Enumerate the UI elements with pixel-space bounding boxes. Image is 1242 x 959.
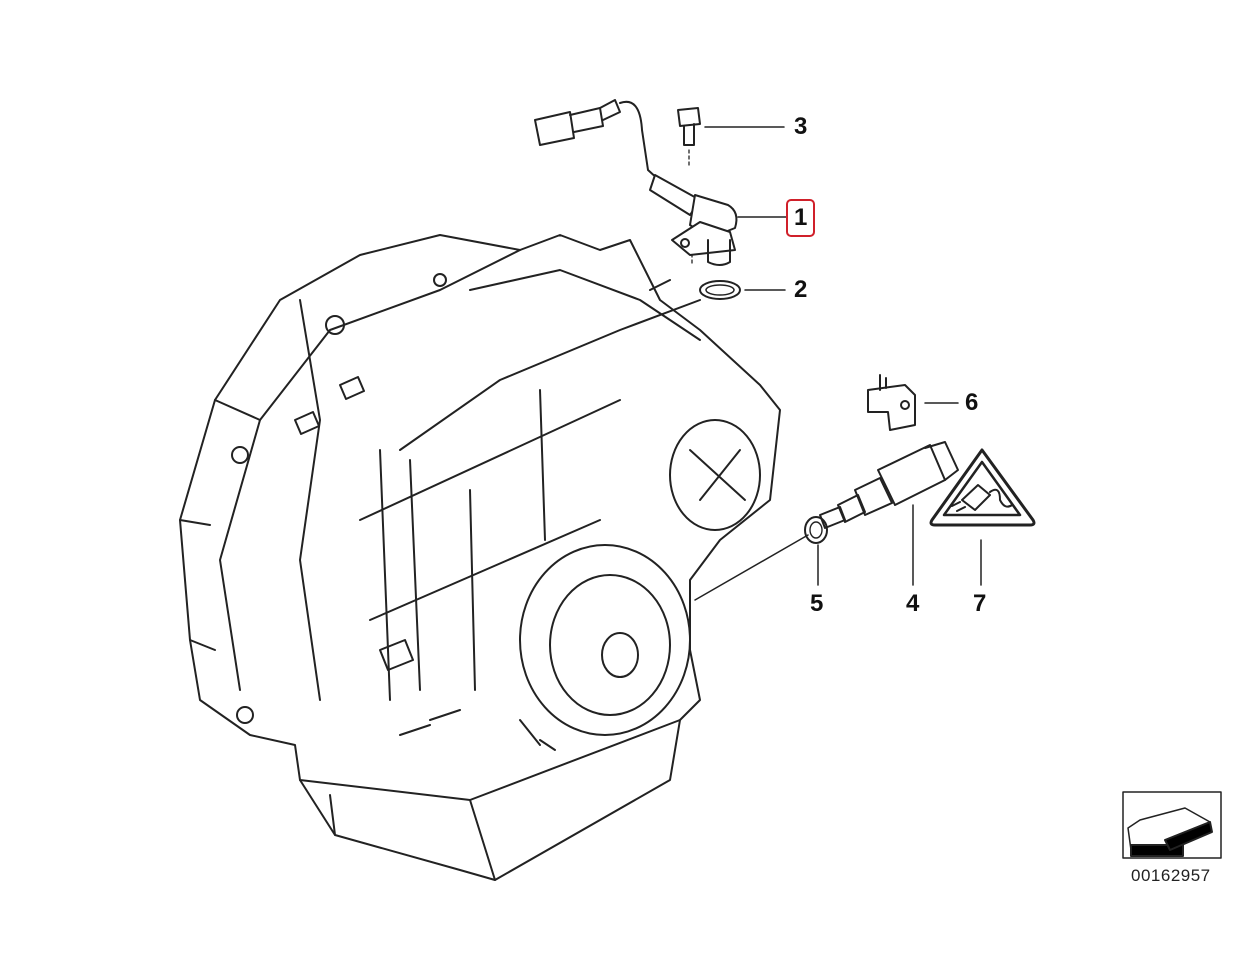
diagram-reference-number: 00162957 <box>1131 866 1211 885</box>
orientation-arrow-icon <box>1122 791 1222 859</box>
bracket-drawing <box>867 384 916 431</box>
transmission-drawing <box>179 234 781 881</box>
sealing-ring-drawing <box>804 516 828 544</box>
callout-3[interactable]: 3 <box>794 113 808 140</box>
sensor-drawing <box>534 99 738 266</box>
callout-4[interactable]: 4 <box>906 590 920 617</box>
callout-1-highlighted[interactable]: 1 <box>786 199 816 237</box>
warning-label-icon <box>929 448 1036 527</box>
switch-drawing <box>819 441 959 529</box>
leader-lines <box>694 126 982 601</box>
callout-6[interactable]: 6 <box>965 389 979 416</box>
callout-2[interactable]: 2 <box>794 276 808 303</box>
callout-7[interactable]: 7 <box>973 590 987 617</box>
o-ring-drawing <box>699 280 741 300</box>
callout-5[interactable]: 5 <box>810 590 824 617</box>
